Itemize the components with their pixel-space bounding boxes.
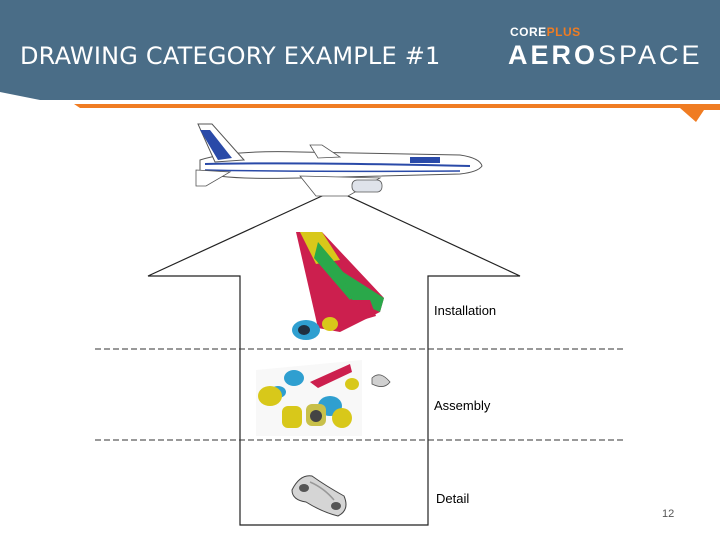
- label-detail: Detail: [436, 491, 469, 506]
- exploded-assembly-illustration: [256, 360, 390, 436]
- label-assembly: Assembly: [434, 398, 490, 413]
- airplane-illustration: [196, 124, 482, 196]
- wing-installation-illustration: [292, 232, 384, 340]
- label-installation: Installation: [434, 303, 496, 318]
- bracket-detail-illustration: [292, 476, 346, 516]
- page-number: 12: [662, 508, 674, 520]
- upward-arrow: [148, 190, 520, 525]
